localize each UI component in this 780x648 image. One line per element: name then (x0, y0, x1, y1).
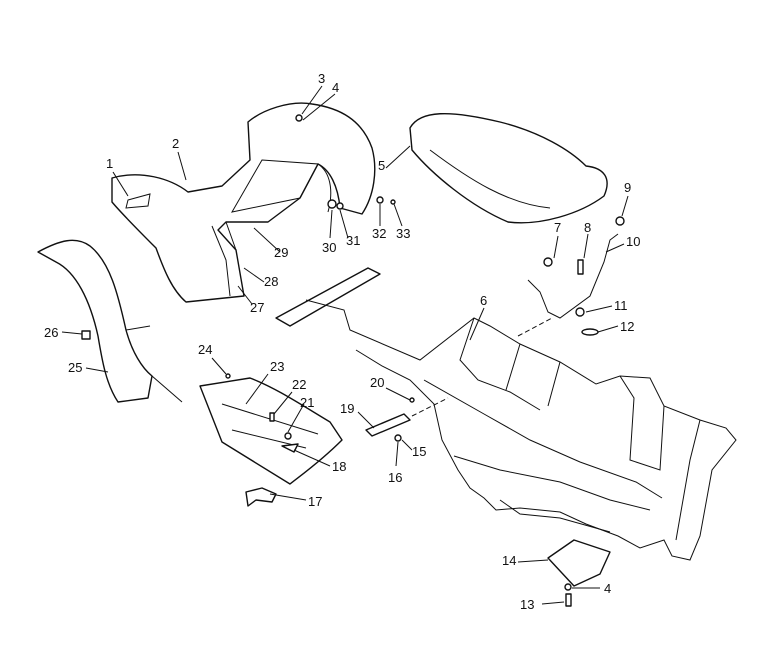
bracket-19 (365, 413, 411, 437)
callout-26: 26 (44, 325, 58, 340)
callout-10: 10 (626, 234, 640, 249)
fender-flare (37, 239, 183, 403)
callout-1: 1 (106, 156, 113, 171)
leader-lines (61, 85, 629, 605)
callout-4: 4 (332, 80, 339, 95)
callout-3: 3 (318, 71, 325, 86)
callout-24: 24 (198, 342, 212, 357)
bracket-17 (245, 487, 277, 507)
callout-27: 27 (250, 300, 264, 315)
callout-4-lower: 4 (604, 581, 611, 596)
callout-14: 14 (502, 553, 516, 568)
callout-18: 18 (332, 459, 346, 474)
callout-5: 5 (378, 158, 385, 173)
callout-25: 25 (68, 360, 82, 375)
footwell (199, 377, 343, 485)
rack-bracket (527, 233, 619, 319)
callout-16: 16 (388, 470, 402, 485)
callout-8: 8 (584, 220, 591, 235)
callout-33: 33 (396, 226, 410, 241)
main-frame (275, 267, 737, 561)
callout-6: 6 (480, 293, 487, 308)
callout-7: 7 (554, 220, 561, 235)
callout-2: 2 (172, 136, 179, 151)
callout-23: 23 (270, 359, 284, 374)
callout-11: 11 (614, 298, 628, 313)
callout-32: 32 (372, 226, 386, 241)
callout-19: 19 (340, 401, 354, 416)
callout-12: 12 (620, 319, 634, 334)
callout-29: 29 (274, 245, 288, 260)
callout-20: 20 (370, 375, 384, 390)
callout-30: 30 (322, 240, 336, 255)
hardware (81, 114, 625, 607)
callouts: 1 2 3 4 5 6 7 8 9 10 11 12 13 14 4 15 16… (44, 71, 640, 612)
callout-28: 28 (264, 274, 278, 289)
callout-9: 9 (624, 180, 631, 195)
callout-17: 17 (308, 494, 322, 509)
callout-13: 13 (520, 597, 534, 612)
callout-31: 31 (346, 233, 360, 248)
skid-plate (547, 539, 611, 587)
callout-22: 22 (292, 377, 306, 392)
callout-21: 21 (300, 395, 314, 410)
callout-15: 15 (412, 444, 426, 459)
seat (409, 112, 608, 224)
